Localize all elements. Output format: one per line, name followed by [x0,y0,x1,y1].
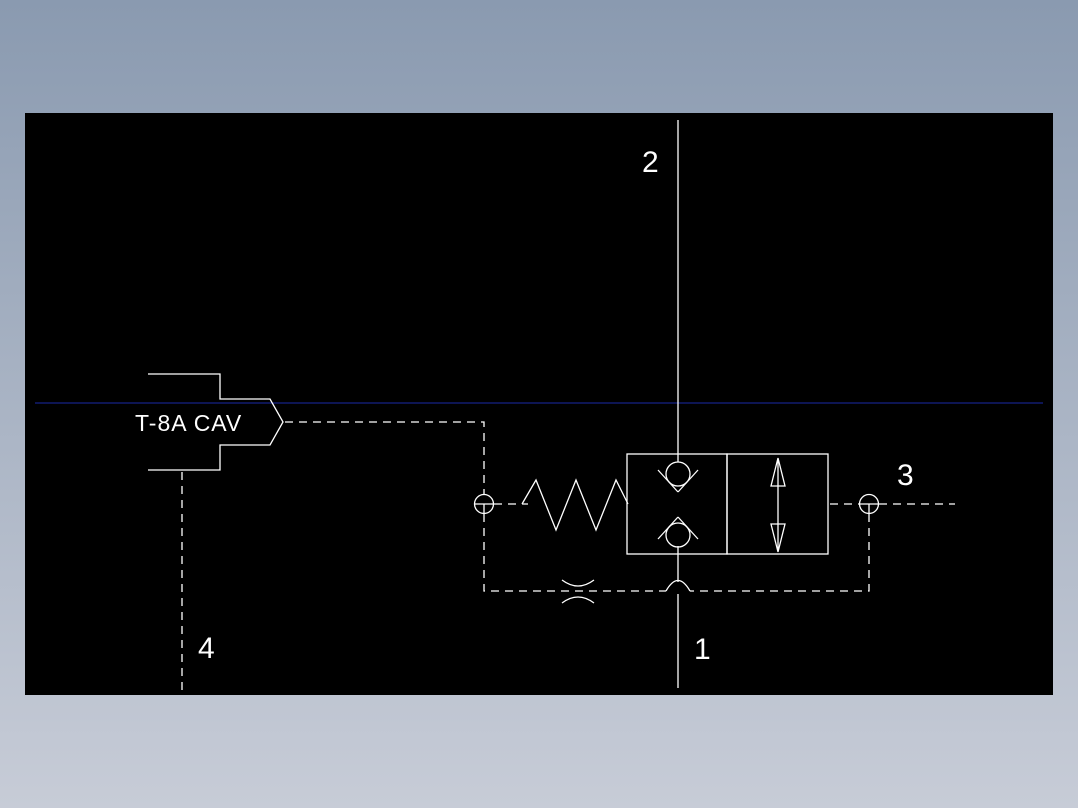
pilot-line-right-down [690,514,870,592]
flow-arrow-icon [770,457,786,553]
cavity-outline [148,373,284,471]
valve-envelope-left [626,453,728,555]
check-valve-top-icon [657,461,699,493]
pilot-circle-left [473,493,495,515]
cavity-label: T-8A CAV [135,410,242,436]
pilot-line-left-down [483,514,666,592]
pilot-circle-right [858,493,880,515]
line-crossover-icon [665,579,691,592]
spring-icon [521,478,629,532]
port-4-label: 4 [198,632,215,665]
port-3-label: 3 [897,459,914,492]
orifice-icon [561,579,595,604]
cad-viewport[interactable] [25,113,1053,695]
port-1-label: 1 [694,633,711,666]
pilot-line-top [285,421,485,494]
valve-envelope-right [726,453,829,555]
check-valve-bottom-icon [657,516,699,548]
port-2-label: 2 [642,146,659,179]
